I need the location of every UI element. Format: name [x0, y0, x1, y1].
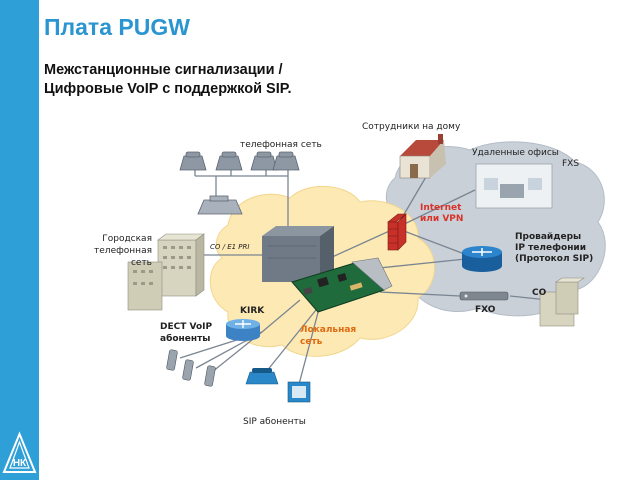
pugw-board-icon	[291, 257, 393, 313]
sip-softphone-icon	[287, 381, 311, 403]
pbx-cabinet-icon	[262, 226, 334, 282]
page-subtitle: Межстанционные сигнализации / Цифровые V…	[44, 61, 292, 99]
subtitle-line-2: Цифровые VoIP с поддержкой SIP.	[44, 81, 292, 97]
label-internet: Internet	[420, 203, 462, 213]
label-providers: Провайдеры	[515, 232, 582, 242]
label-dect-subscribers: абоненты	[160, 334, 211, 344]
label-remote-offices: Удаленные офисы	[472, 148, 559, 158]
home-office-icon	[399, 134, 446, 179]
sip-phone-icon	[245, 368, 279, 385]
label-or-vpn: или VPN	[420, 214, 464, 224]
label-co-e1-pri: CO / E1 PRI	[210, 243, 250, 251]
company-logo-icon: НК	[2, 431, 37, 473]
co-building-icon	[539, 277, 585, 327]
fax-icon	[197, 195, 243, 215]
label-city-network-3: сеть	[130, 258, 152, 268]
kirk-base-station-icon	[226, 319, 260, 341]
remote-office-icon	[475, 163, 553, 209]
label-kirk: KIRK	[240, 306, 265, 316]
svg-text:НК: НК	[13, 458, 27, 469]
dect-handsets-icon	[166, 349, 216, 387]
subtitle-line-1: Межстанционные сигнализации /	[44, 62, 283, 78]
label-fxo: FXO	[475, 305, 496, 315]
analog-phones-icon	[179, 151, 300, 171]
sip-provider-router-icon	[462, 246, 502, 272]
firewall-icon	[387, 213, 407, 251]
label-co: CO	[532, 288, 547, 298]
label-sip-subscribers: SIP абоненты	[243, 417, 306, 427]
label-local-network-2: сеть	[300, 337, 323, 347]
label-fxs: FXS	[562, 159, 580, 169]
label-telephone-network: телефонная сеть	[240, 140, 322, 150]
page-title: Плата PUGW	[44, 14, 190, 40]
label-dect-voip: DECT VoIP	[160, 322, 213, 332]
label-remote-workers: Сотрудники на дому	[362, 122, 461, 132]
label-city-network-1: Городская	[102, 234, 152, 244]
label-ip-telephony: IP телефонии	[515, 243, 587, 253]
label-local-network: Локальная	[300, 325, 357, 335]
sidebar-band	[0, 0, 39, 480]
label-sip-protocol: (Протокол SIP)	[515, 254, 594, 264]
label-city-network-2: телефонная	[94, 246, 152, 256]
fxo-gateway-icon	[459, 291, 509, 301]
